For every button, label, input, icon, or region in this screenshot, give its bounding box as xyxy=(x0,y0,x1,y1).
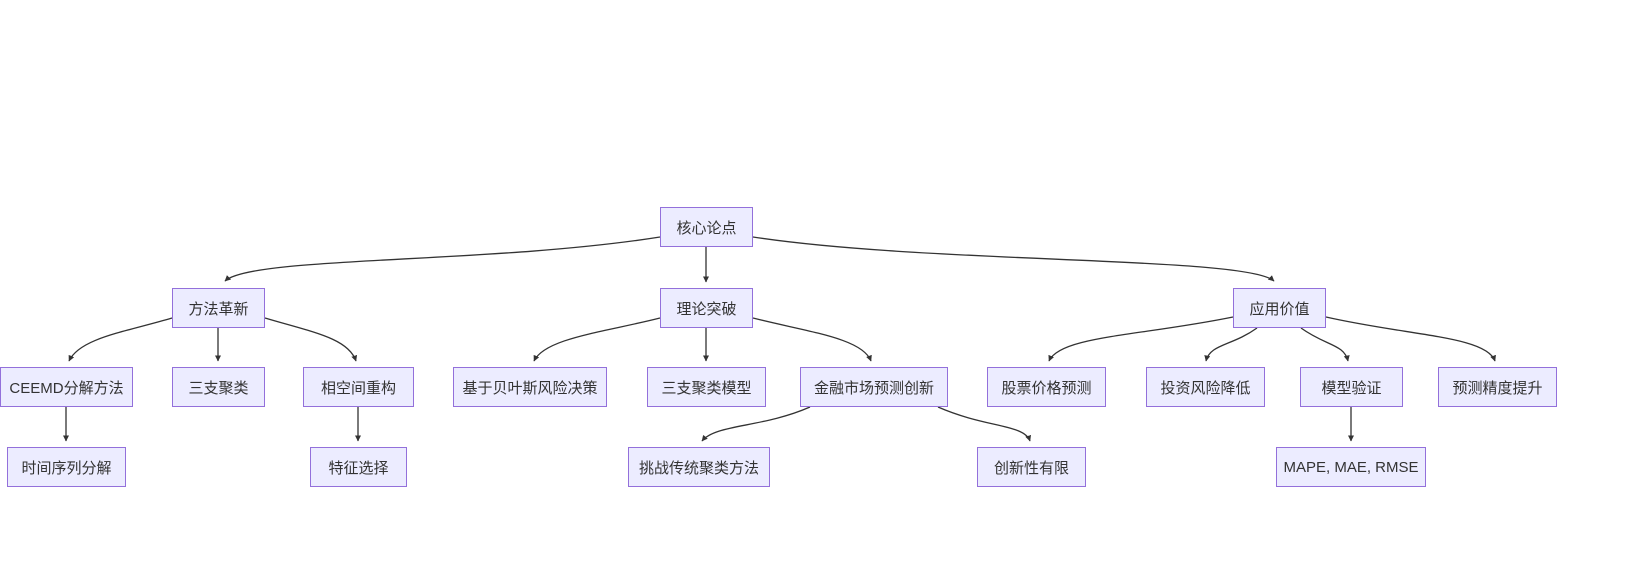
node-three-way-clustering-model: 三支聚类模型 xyxy=(647,367,766,407)
edge-application-to-risk xyxy=(1204,327,1258,362)
node-label: 股票价格预测 xyxy=(1001,379,1092,397)
node-core-thesis: 核心论点 xyxy=(660,207,753,247)
node-label: 模型验证 xyxy=(1321,379,1382,397)
node-label: 预测精度提升 xyxy=(1452,379,1543,397)
node-label: 三支聚类模型 xyxy=(661,379,752,397)
node-bayesian-risk-decision: 基于贝叶斯风险决策 xyxy=(453,367,607,407)
edge-core-to-application xyxy=(752,236,1275,282)
node-label: MAPE, MAE, RMSE xyxy=(1283,458,1419,476)
node-label: 应用价值 xyxy=(1249,300,1310,318)
node-stock-price-prediction: 股票价格预测 xyxy=(987,367,1106,407)
node-method-innovation: 方法革新 xyxy=(172,288,265,328)
node-label: 金融市场预测创新 xyxy=(813,379,934,397)
edge-application-to-stock xyxy=(1048,316,1234,362)
edge-theory-to-bayes xyxy=(533,317,661,362)
edge-application-to-accuracy xyxy=(1325,316,1496,362)
node-limited-innovation: 创新性有限 xyxy=(977,447,1086,487)
node-label: 三支聚类 xyxy=(188,379,249,397)
node-label: 理论突破 xyxy=(676,300,737,318)
node-label: 时间序列分解 xyxy=(21,459,112,477)
node-label: 核心论点 xyxy=(676,219,737,237)
node-label: 投资风险降低 xyxy=(1160,379,1251,397)
node-challenge-traditional-clustering: 挑战传统聚类方法 xyxy=(628,447,770,487)
node-label: 挑战传统聚类方法 xyxy=(638,459,759,477)
edge-theory-to-finance xyxy=(752,317,872,362)
node-label: 特征选择 xyxy=(328,459,389,477)
node-three-way-clustering: 三支聚类 xyxy=(172,367,265,407)
edge-method-to-phasespace xyxy=(264,317,358,362)
edge-finance-to-limited xyxy=(937,406,1031,442)
edge-application-to-validation xyxy=(1300,327,1350,362)
node-prediction-accuracy-improvement: 预测精度提升 xyxy=(1438,367,1557,407)
node-evaluation-metrics: MAPE, MAE, RMSE xyxy=(1276,447,1426,487)
node-feature-selection: 特征选择 xyxy=(310,447,407,487)
node-time-series-decomposition: 时间序列分解 xyxy=(7,447,126,487)
node-theory-breakthrough: 理论突破 xyxy=(660,288,753,328)
node-phase-space-reconstruction: 相空间重构 xyxy=(303,367,414,407)
node-label: 方法革新 xyxy=(188,300,249,318)
node-ceemd-decomposition: CEEMD分解方法 xyxy=(0,367,133,407)
node-financial-market-prediction-innovation: 金融市场预测创新 xyxy=(800,367,948,407)
edge-finance-to-challenge xyxy=(701,406,811,442)
node-investment-risk-reduction: 投资风险降低 xyxy=(1146,367,1265,407)
node-application-value: 应用价值 xyxy=(1233,288,1326,328)
edge-method-to-ceemd xyxy=(68,317,173,362)
node-label: 创新性有限 xyxy=(993,459,1069,477)
node-model-validation: 模型验证 xyxy=(1300,367,1403,407)
node-label: 相空间重构 xyxy=(320,379,396,397)
node-label: CEEMD分解方法 xyxy=(9,379,124,397)
node-label: 基于贝叶斯风险决策 xyxy=(462,379,598,397)
edge-core-to-method xyxy=(224,236,661,282)
